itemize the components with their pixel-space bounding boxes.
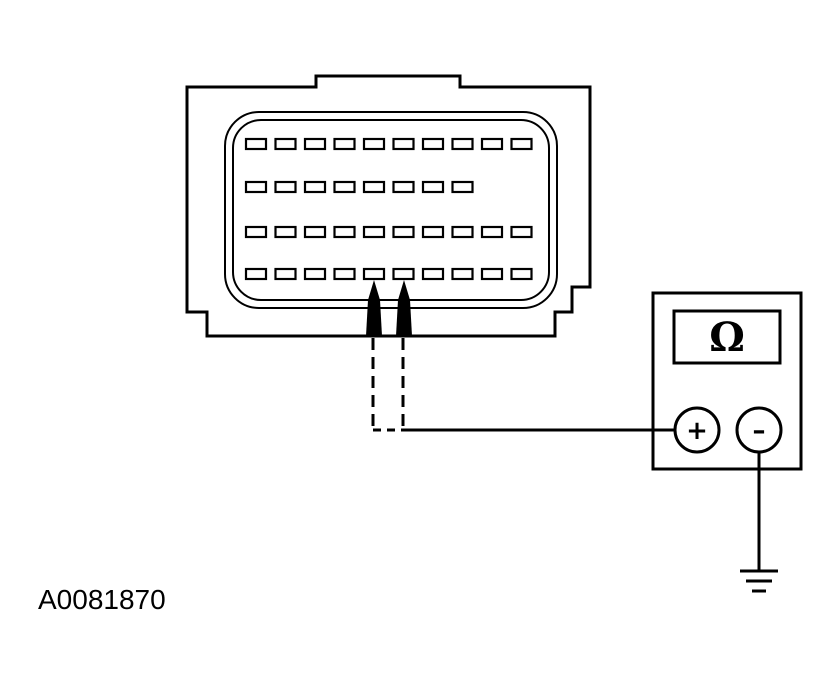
connector-pin: [333, 137, 356, 151]
connector-pin: [480, 225, 504, 239]
connector-pin: [480, 267, 504, 281]
connector-pin: [333, 225, 356, 239]
connector-pin: [303, 225, 327, 239]
connector-pin: [274, 137, 297, 151]
negative-terminal-label: –: [753, 416, 766, 446]
connector-pin: [244, 225, 268, 239]
probe-left: [366, 280, 382, 336]
connector-pin: [510, 225, 533, 239]
connector-pins: [244, 137, 533, 281]
connector-housing: [185, 74, 592, 338]
positive-terminal: [673, 406, 721, 454]
connector-pin: [333, 180, 356, 194]
probe-right: [396, 280, 412, 336]
connector-pin: [362, 267, 386, 281]
positive-terminal-label: +: [686, 416, 708, 446]
connector-pin: [451, 180, 474, 194]
ground-icon: [740, 569, 778, 593]
ohmmeter: Ω + –: [651, 291, 803, 471]
connector-pin: [274, 180, 297, 194]
connector-pin: [480, 137, 504, 151]
connector-pin: [274, 225, 297, 239]
connector-pin: [244, 267, 268, 281]
connector-pin: [392, 267, 415, 281]
connector-pin: [274, 267, 297, 281]
connector-pin: [362, 225, 386, 239]
connector-pin: [244, 180, 268, 194]
meter-display: [672, 309, 782, 365]
connector-pin: [303, 180, 327, 194]
connector-pin: [451, 225, 474, 239]
connector-pin: [362, 180, 386, 194]
connector-pin: [392, 137, 415, 151]
connector-pin: [333, 267, 356, 281]
connector-pin: [303, 267, 327, 281]
connector-pin: [451, 267, 474, 281]
connector-pin: [421, 267, 445, 281]
connector-pin: [421, 225, 445, 239]
connector-pin: [244, 137, 268, 151]
connector-pin: [421, 180, 445, 194]
connector-pin: [392, 180, 415, 194]
figure-id: A0081870: [38, 584, 166, 615]
connector-pin: [510, 137, 533, 151]
connector-pin: [510, 267, 533, 281]
connector-pin: [392, 225, 415, 239]
connector-pin: [303, 137, 327, 151]
connector-pin: [421, 137, 445, 151]
dashed-test-leads: [371, 338, 405, 432]
connector-pin: [451, 137, 474, 151]
ohm-symbol: Ω: [709, 314, 745, 361]
connector-pin: [362, 137, 386, 151]
